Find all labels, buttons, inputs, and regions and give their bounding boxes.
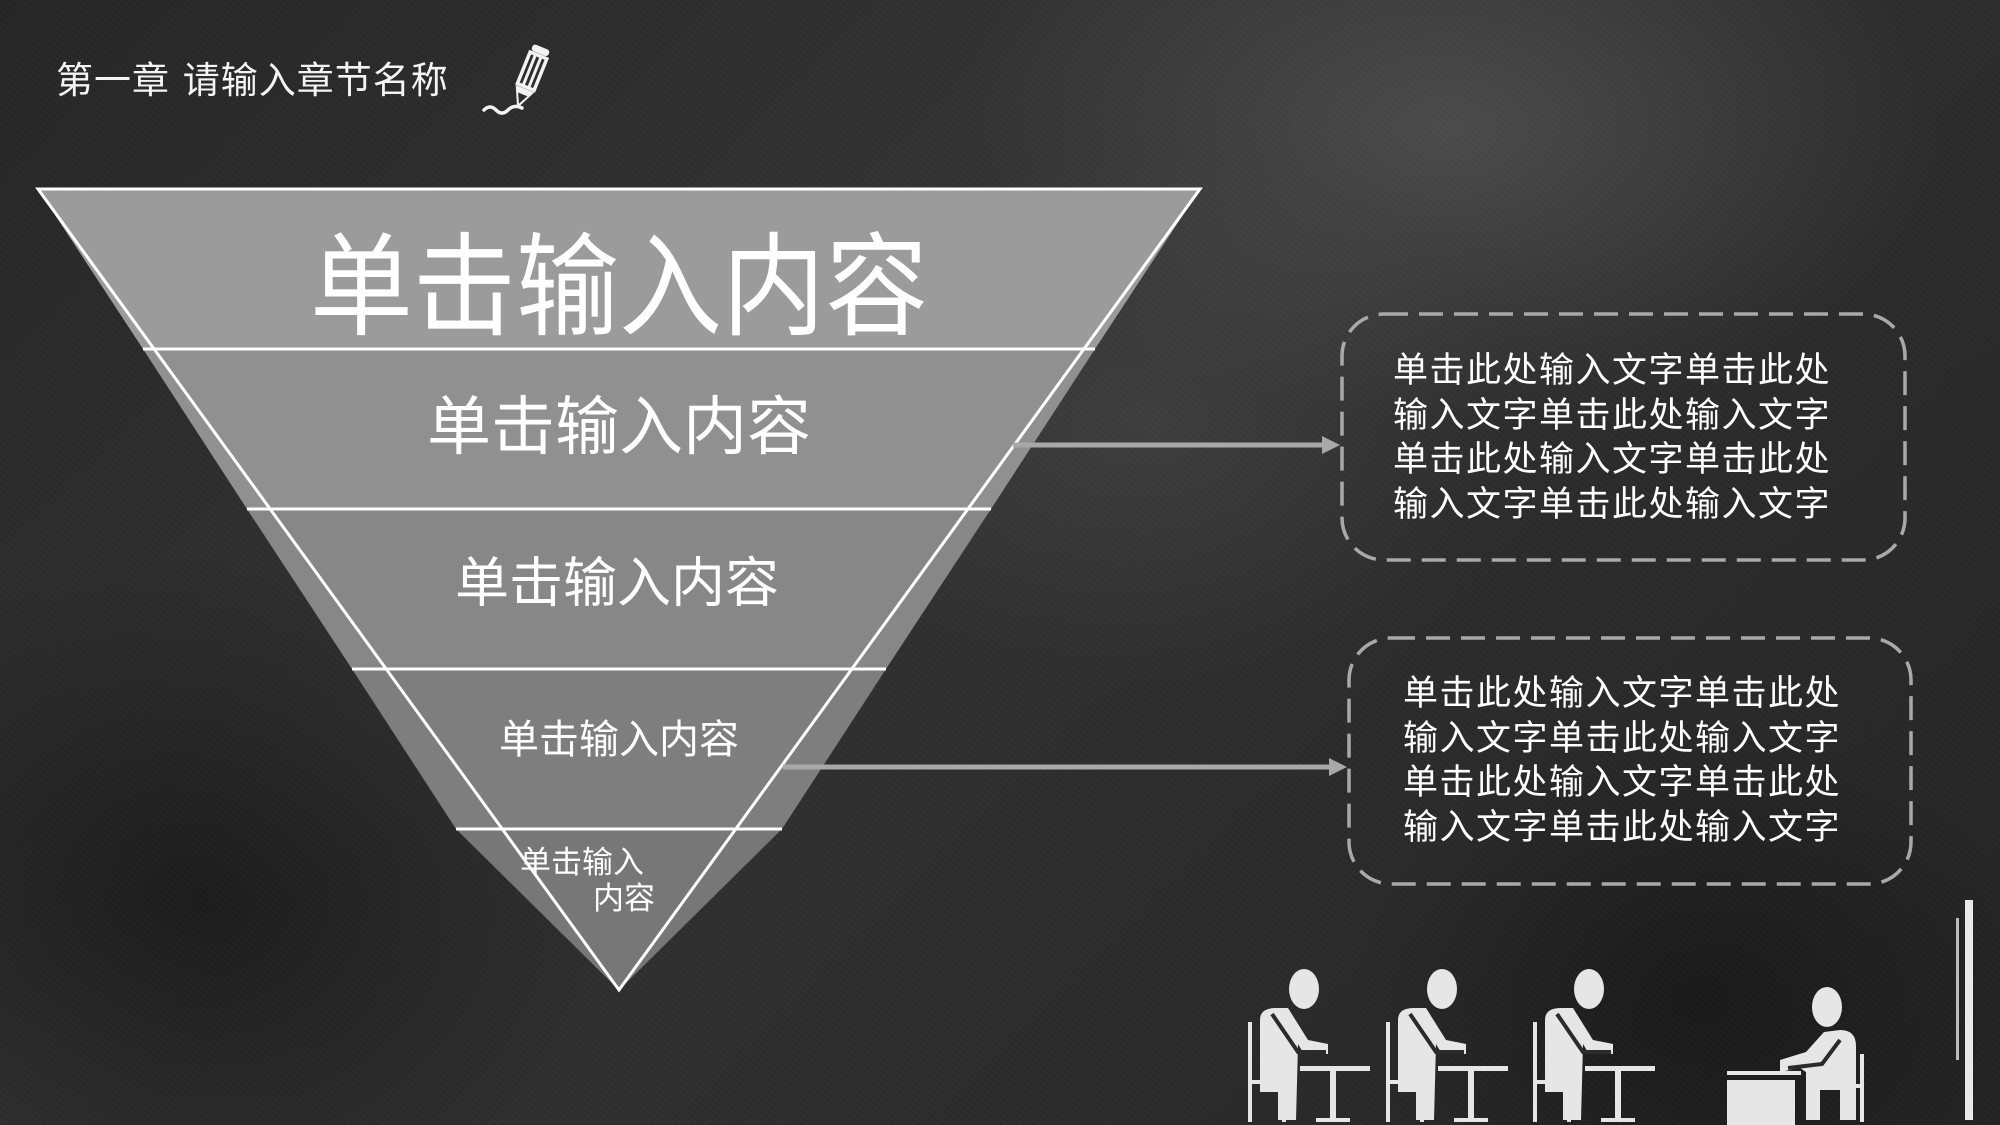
pyramid-band-3-label[interactable]: 单击输入内容 (455, 551, 779, 615)
pyramid-band-5[interactable] (456, 829, 782, 990)
pyramid-band-5-label-line-1: 单击输入 (520, 845, 644, 881)
callout-1-line-3: 单击此处输入文字单击此处 (1393, 440, 1832, 481)
pencil-icon (478, 40, 558, 120)
callout-1-line-1: 单击此处输入文字单击此处 (1393, 351, 1832, 391)
chalk-board-edge-thin (1956, 918, 1959, 1060)
pyramid-band-1[interactable] (38, 189, 1200, 349)
callout-2-text[interactable]: 单击此处输入文字单击此处 输入文字单击此处输入文字 单击此处输入文字单击此处 输… (1403, 672, 1841, 851)
callout-2-line-3: 单击此处输入文字单击此处 (1403, 763, 1842, 804)
pyramid-band-5-label-line-2: 内容 (593, 881, 655, 917)
chapter-title[interactable]: 第一章 请输入章节名称 (56, 59, 449, 102)
callout-2-line-1: 单击此处输入文字单击此处 (1403, 674, 1842, 714)
teacher-figure (1727, 987, 1864, 1125)
callout-1-line-4: 输入文字单击此处输入文字 (1393, 485, 1832, 526)
callout-2-line-2: 输入文字单击此处输入文字 (1403, 718, 1842, 759)
chalk-board-edge (1965, 900, 1973, 1120)
pyramid-band-2[interactable] (143, 349, 1095, 509)
pyramid-band-3[interactable] (247, 509, 991, 669)
pyramid-band-2-label[interactable]: 单击输入内容 (427, 391, 811, 465)
callout-box-2[interactable]: 单击此处输入文字单击此处 输入文字单击此处输入文字 单击此处输入文字单击此处 输… (1347, 636, 1913, 886)
pyramid-band-4[interactable] (352, 669, 886, 829)
callout-1-text[interactable]: 单击此处输入文字单击此处 输入文字单击此处输入文字 单击此处输入文字单击此处 输… (1393, 349, 1831, 528)
pyramid-band-1-label[interactable]: 单击输入内容 (309, 223, 929, 353)
callout-1-line-2: 输入文字单击此处输入文字 (1393, 395, 1832, 436)
callout-2-line-4: 输入文字单击此处输入文字 (1403, 808, 1842, 849)
callout-box-1[interactable]: 单击此处输入文字单击此处 输入文字单击此处输入文字 单击此处输入文字单击此处 输… (1340, 312, 1907, 562)
pyramid-band-5-label[interactable]: 单击输入 内容 (520, 845, 655, 917)
pyramid-band-4-label[interactable]: 单击输入内容 (499, 717, 739, 763)
classroom-students-teacher-icon (1246, 967, 1864, 1125)
